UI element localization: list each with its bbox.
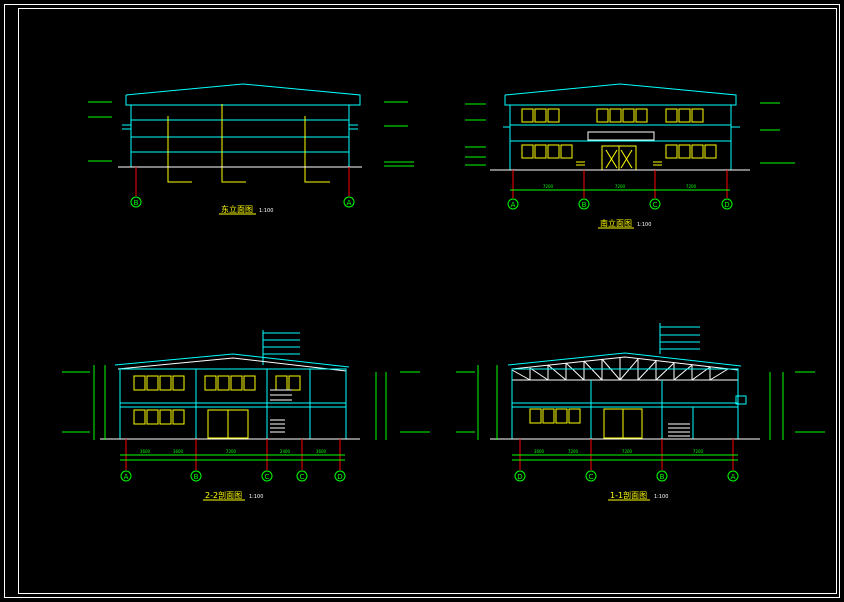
- south-dim-2: 7200: [615, 184, 626, 189]
- east-elevation: [88, 83, 414, 208]
- section-1-1: [456, 323, 825, 482]
- s11-dim-4: 7200: [693, 449, 704, 454]
- s11-dim-1: 3600: [534, 449, 545, 454]
- south-axis-1: A: [511, 201, 516, 209]
- s11-axis-4: A: [731, 473, 736, 481]
- south-elevation: [465, 83, 795, 210]
- section-2-2-title: 2-2剖面图: [205, 490, 242, 500]
- s11-axis-1: D: [517, 473, 522, 481]
- outer-frame: [4, 4, 840, 598]
- s11-axis-2: C: [589, 473, 594, 481]
- south-axis-3: C: [653, 201, 658, 209]
- south-axis-2: B: [582, 201, 587, 209]
- south-dim-3: 7200: [686, 184, 697, 189]
- east-elevation-axis-right: A: [347, 199, 352, 207]
- section-1-1-title: 1-1剖面图: [610, 490, 647, 500]
- s11-dim-2: 7200: [568, 449, 579, 454]
- section-2-2: [62, 330, 430, 482]
- s22-axis-4: C: [300, 473, 305, 481]
- s22-axis-2: B: [194, 473, 199, 481]
- south-elevation-title: 南立面图: [600, 218, 632, 228]
- s22-dim-5: 3600: [316, 449, 327, 454]
- inner-frame: [18, 8, 837, 594]
- s22-axis-3: C: [265, 473, 270, 481]
- s22-dim-2: 3600: [173, 449, 184, 454]
- section-1-1-scale: 1:100: [654, 494, 668, 500]
- s22-dim-1: 3600: [140, 449, 151, 454]
- s22-axis-1: A: [124, 473, 129, 481]
- south-axis-4: D: [724, 201, 729, 209]
- section-2-2-scale: 1:100: [249, 494, 263, 500]
- south-dim-1: 7200: [543, 184, 554, 189]
- east-elevation-scale: 1:100: [259, 208, 273, 214]
- s11-dim-3: 7200: [622, 449, 633, 454]
- s22-axis-5: D: [337, 473, 342, 481]
- south-elevation-scale: 1:100: [637, 222, 651, 228]
- s22-dim-4: 2400: [280, 449, 291, 454]
- s11-axis-3: B: [660, 473, 665, 481]
- s22-dim-3: 7200: [226, 449, 237, 454]
- east-elevation-title: 东立面图: [221, 204, 253, 214]
- east-elevation-axis-left: B: [134, 199, 139, 207]
